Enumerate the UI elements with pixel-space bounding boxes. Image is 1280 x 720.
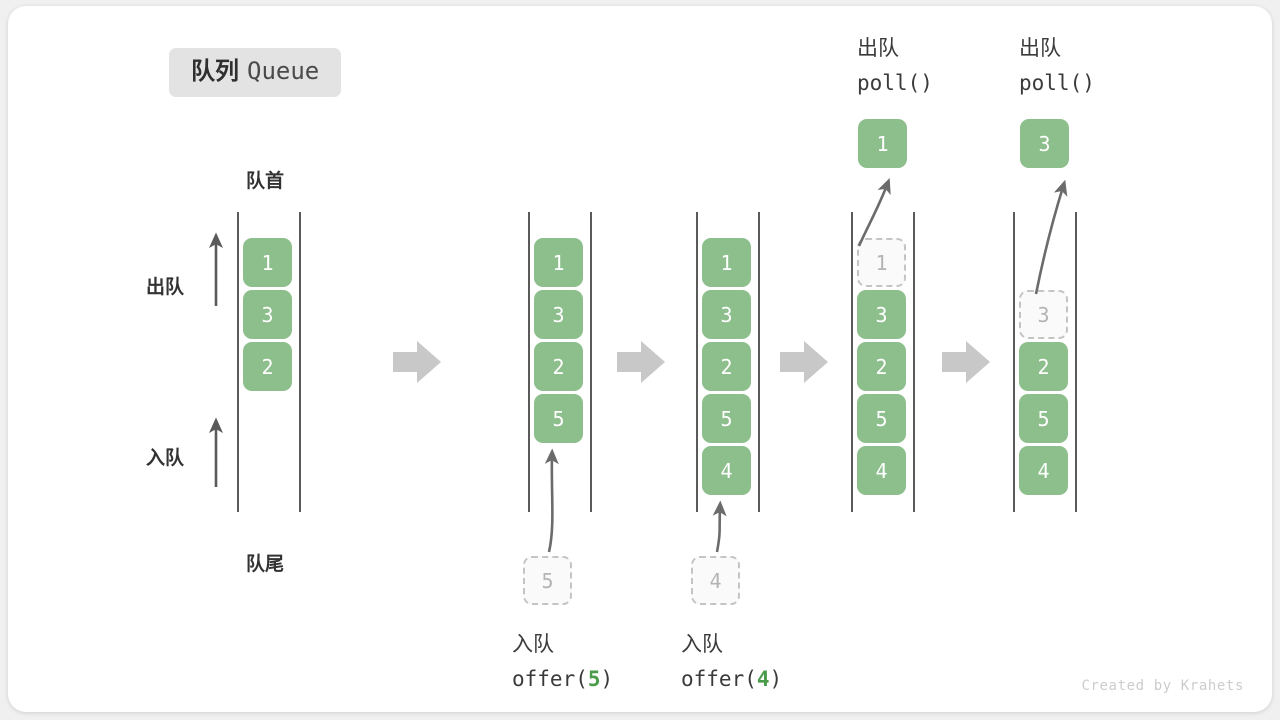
column-2-caption: 入队 offer(5) (512, 628, 613, 697)
column-3-caption: 入队 offer(4) (681, 628, 782, 697)
column-5-item-2: 2 (1019, 342, 1068, 391)
diagram-title-badge: 队列 Queue (169, 48, 342, 97)
column-2-incoming-item: 5 (523, 556, 572, 605)
column-1-item-0: 1 (243, 238, 292, 287)
column-2-caption-cn: 入队 (512, 633, 554, 656)
column-4-optitle-call: poll() (857, 71, 933, 96)
title-english: Queue (247, 57, 320, 85)
column-2-caption-call-num: 5 (587, 667, 601, 692)
column-2-item-2: 2 (534, 342, 583, 391)
column-1-rail-left (237, 212, 239, 512)
column-2-caption-call-suffix: ) (600, 667, 614, 692)
flow-arrow-2 (617, 341, 665, 383)
queue-rear-label: 队尾 (246, 554, 285, 575)
enqueue-direction-label: 入队 (146, 448, 185, 469)
column-4-rail-left (851, 212, 853, 512)
column-3-caption-cn: 入队 (681, 633, 723, 656)
column-5-remove-arrow (1034, 179, 1068, 295)
diagram-stage: 队列 Queue 队首 队尾 出队 入队 1 3 2 1 3 2 5 5 入队 o… (8, 6, 1272, 712)
column-4-item-3: 5 (857, 394, 906, 443)
column-5-optitle-call: poll() (1019, 71, 1095, 96)
flow-arrow-3 (780, 341, 828, 383)
column-2-rail-left (528, 212, 530, 512)
column-1-item-2: 2 (243, 342, 292, 391)
column-1-rail-right (299, 212, 301, 512)
column-2-insert-arrow (544, 448, 559, 553)
dequeue-direction-label: 出队 (146, 277, 185, 298)
column-5-item-1: 3 (1019, 290, 1068, 339)
column-4-optitle: 出队 poll() (857, 32, 933, 101)
flow-arrow-1 (393, 341, 441, 383)
column-2-rail-right (590, 212, 592, 512)
column-3-item-4: 4 (702, 446, 751, 495)
column-2-item-3: 5 (534, 394, 583, 443)
column-2-item-1: 3 (534, 290, 583, 339)
title-chinese: 队列 (191, 58, 239, 85)
column-3-rail-left (696, 212, 698, 512)
column-5-optitle-cn: 出队 (1019, 37, 1061, 60)
arrow-overlay (208, 177, 1068, 553)
column-3-item-0: 1 (702, 238, 751, 287)
column-3-caption-call-suffix: ) (769, 667, 783, 692)
column-5-rail-right (1075, 212, 1077, 512)
column-5-item-4: 4 (1019, 446, 1068, 495)
column-4-item-0: 1 (857, 238, 906, 287)
column-4-remove-arrow (857, 177, 891, 247)
column-4-optitle-cn: 出队 (857, 37, 899, 60)
column-3-insert-arrow (712, 500, 727, 553)
column-2-caption-call-prefix: offer( (512, 667, 588, 692)
column-5-rail-left (1013, 212, 1015, 512)
column-3-item-1: 3 (702, 290, 751, 339)
flow-arrow-4 (942, 341, 990, 383)
column-1-item-1: 3 (243, 290, 292, 339)
column-3-incoming-item: 4 (691, 556, 740, 605)
column-5-item-3: 5 (1019, 394, 1068, 443)
column-3-caption-call-prefix: offer( (681, 667, 757, 692)
column-4-item-4: 4 (857, 446, 906, 495)
column-4-item-2: 2 (857, 342, 906, 391)
column-5-outgoing-item: 3 (1020, 119, 1069, 168)
column-3-item-2: 2 (702, 342, 751, 391)
column-5-optitle: 出队 poll() (1019, 32, 1095, 101)
column-4-item-1: 3 (857, 290, 906, 339)
column-3-caption-call-num: 4 (756, 667, 770, 692)
column-3-item-3: 5 (702, 394, 751, 443)
column-4-outgoing-item: 1 (858, 119, 907, 168)
diagram-card: 队列 Queue 队首 队尾 出队 入队 1 3 2 1 3 2 5 5 入队 o… (8, 6, 1272, 712)
column-3-rail-right (758, 212, 760, 512)
queue-front-label: 队首 (246, 171, 285, 192)
column-2-item-0: 1 (534, 238, 583, 287)
credit-text: Created by Krahets (1081, 678, 1244, 694)
column-4-rail-right (913, 212, 915, 512)
